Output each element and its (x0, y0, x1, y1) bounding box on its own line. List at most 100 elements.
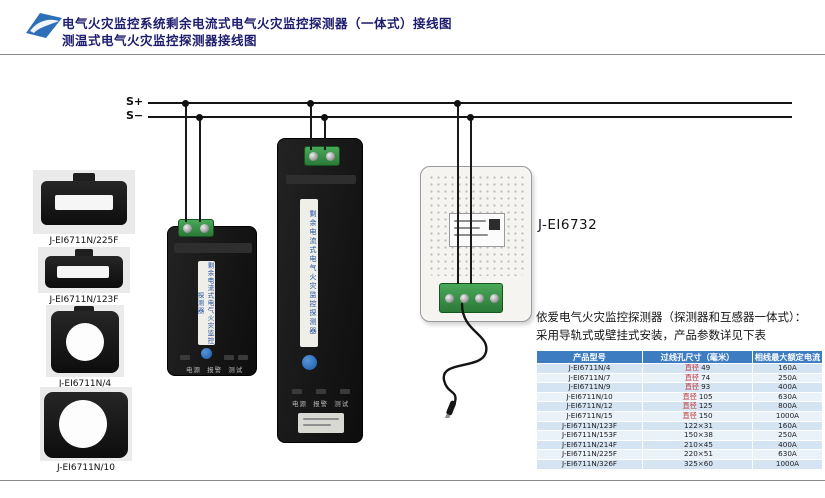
product-photo-123f (38, 247, 130, 293)
bus-label-s-plus: S+ (126, 95, 144, 108)
ct-slot (55, 195, 113, 210)
cell-max-current: 800A (752, 401, 823, 412)
brand-logo-icon (24, 10, 64, 42)
size-prefix: 直径 (682, 401, 697, 411)
cell-hole-size: 150×38 (642, 430, 753, 441)
size-value: 325×60 (684, 459, 713, 468)
temp-probe-tip (444, 400, 457, 418)
cell-max-current: 630A (752, 449, 823, 460)
indicator-window (340, 389, 350, 394)
size-value: 150 (698, 411, 713, 420)
terminal-screw (445, 294, 454, 303)
cell-model: J-EI6711N/153F (536, 430, 643, 441)
sticker-textline (454, 227, 480, 229)
cell-hole-size: 122×31 (642, 420, 753, 432)
cell-model: J-EI6711N/12 (536, 401, 643, 412)
ct-terminal (73, 173, 95, 182)
indicator-window (224, 355, 234, 360)
temp-module-model: J-EI6732 (538, 217, 598, 233)
cell-max-current: 1000A (752, 458, 823, 470)
indicator-window (292, 389, 302, 394)
table-row: J-EI6711N/214F 210×45 400A (536, 439, 823, 451)
cell-model: J-EI6711N/10 (536, 391, 643, 403)
size-value: 220×51 (684, 449, 713, 459)
page-subtitle: 测温式电气火灾监控探测器接线图 (62, 33, 258, 48)
size-prefix: 直径 (682, 392, 697, 401)
terminal-screw (309, 152, 318, 161)
cell-hole-size: 325×60 (642, 458, 753, 470)
wire-s-minus-devA (199, 118, 201, 222)
top-divider (0, 54, 825, 55)
cell-max-current: 630A (752, 391, 823, 403)
cell-max-current: 1000A (752, 410, 823, 422)
cell-max-current: 400A (752, 439, 823, 451)
device-bottom-sticker (298, 413, 344, 433)
terminal-screw (183, 224, 192, 233)
product-photo-n4 (46, 305, 124, 377)
junction-dot (307, 100, 314, 107)
terminal-screw (490, 294, 499, 303)
device-name-sticker: 剩余电流式电气火灾监控探测器 (198, 261, 215, 345)
terminal-block (439, 283, 503, 313)
col-header-hole-size: 过线孔尺寸（毫米） (642, 350, 753, 364)
col-header-max-current: 相线最大额定电流 (752, 350, 823, 364)
detector-device-small: 剩余电流式电气火灾监控探测器 电源 报警 测试 (167, 219, 257, 376)
terminal-block (178, 219, 214, 237)
terminal-screw (475, 294, 484, 303)
bottom-divider (0, 480, 825, 481)
size-value: 122×31 (684, 421, 713, 430)
product-label-123f: J-EI6711N/123F (49, 295, 119, 305)
detector-device-tall: 剩余电流式电气火灾监控探测器 电源 报警 测试 (277, 138, 363, 443)
product-photo-n10 (40, 387, 132, 461)
device-name-sticker: 剩余电流式电气火灾监控探测器 (300, 199, 318, 347)
cell-model: J-EI6711N/4 (536, 363, 643, 374)
wire-s-minus-devB (324, 118, 326, 150)
cell-model: J-EI6711N/225F (536, 449, 643, 460)
ct-hole (66, 323, 104, 361)
cell-model: J-EI6711N/15 (536, 410, 643, 422)
size-prefix: 直径 (684, 363, 700, 372)
cell-model: J-EI6711N/9 (536, 382, 643, 393)
terminal-screw (200, 224, 209, 233)
cell-max-current: 160A (752, 363, 823, 374)
device-vertical-text: 剩余电流式电气火灾监控探测器 (198, 261, 214, 345)
device-groove (286, 175, 356, 184)
col-header-model: 产品型号 (536, 350, 643, 364)
ct-terminal (74, 306, 94, 312)
indicator-labels: 电源 报警 测试 (292, 400, 350, 408)
temp-detector-module (420, 166, 532, 322)
size-value: 93 (701, 382, 711, 392)
product-label-n4: J-EI6711N/4 (58, 379, 112, 389)
indicator-window (316, 389, 326, 394)
page-title: 电气火灾监控系统剩余电流式电气火灾监控探测器（一体式）接线图 (62, 16, 453, 31)
size-prefix: 直径 (684, 382, 700, 392)
note-line-1: 依爱电气火灾监控探测器（探测器和互感器一体式）： (536, 310, 807, 324)
cell-max-current: 250A (752, 372, 823, 384)
size-value: 210×45 (684, 440, 713, 449)
terminal-screw (460, 294, 469, 303)
bus-label-s-minus: S− (126, 109, 144, 122)
size-value: 74 (701, 373, 711, 382)
size-prefix: 直径 (684, 373, 700, 382)
cell-hole-size: 220×51 (642, 449, 753, 460)
device-vertical-text: 剩余电流式电气火灾监控探测器 (309, 210, 317, 336)
table-row: J-EI6711N/225F 220×51 630A (536, 449, 823, 460)
junction-dot (467, 114, 474, 121)
device-groove (174, 243, 252, 253)
junction-dot (454, 100, 461, 107)
ct-slot (57, 266, 109, 278)
sticker-textline (303, 424, 331, 426)
indicator-window (180, 355, 190, 360)
wire-s-plus-devB (310, 104, 312, 150)
